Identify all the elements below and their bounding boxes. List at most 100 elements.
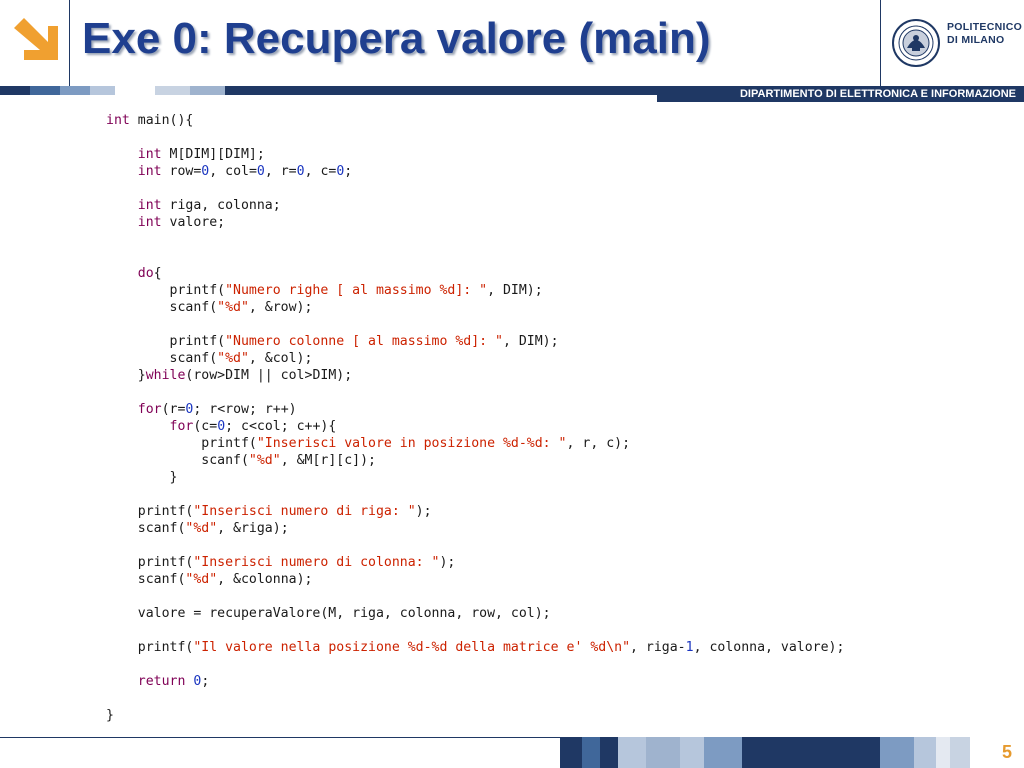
- header-color-strip: [0, 86, 1024, 95]
- code-line: [106, 656, 844, 673]
- code-token: scanf(: [106, 572, 186, 587]
- code-line: }: [106, 469, 844, 486]
- code-token: [106, 674, 138, 689]
- orange-arrow-icon: [14, 18, 58, 60]
- code-token: riga, colonna;: [161, 198, 281, 213]
- code-line: do{: [106, 265, 844, 282]
- code-token: "Numero righe [ al massimo %d]: ": [225, 283, 488, 298]
- code-token: ;: [201, 674, 210, 689]
- code-token: 0: [185, 402, 194, 417]
- page-number: 5: [1001, 742, 1012, 762]
- code-token: scanf(: [106, 351, 218, 366]
- code-token: );: [439, 555, 456, 570]
- code-line: printf("Il valore nella posizione %d-%d …: [106, 639, 845, 656]
- code-token: "Inserisci numero di riga: ": [193, 504, 416, 519]
- code-token: [106, 266, 138, 281]
- code-token: , &M[r][c]);: [280, 453, 376, 468]
- code-token: scanf(: [106, 453, 249, 468]
- code-token: scanf(: [106, 521, 186, 536]
- university-name: POLITECNICO DI MILANO: [947, 21, 1022, 47]
- code-line: [106, 486, 844, 503]
- code-token: "Il valore nella posizione %d-%d della m…: [193, 640, 631, 655]
- code-token: [106, 198, 138, 213]
- code-line: for(r=0; r<row; r++): [106, 401, 844, 418]
- code-token: , &colonna);: [217, 572, 313, 587]
- code-token: main(){: [129, 113, 194, 128]
- code-token: [106, 215, 138, 230]
- code-token: printf(: [106, 283, 226, 298]
- code-token: "Numero colonne [ al massimo %d]: ": [225, 334, 503, 349]
- code-line: [106, 537, 844, 554]
- code-token: );: [415, 504, 432, 519]
- code-token: 0: [201, 164, 210, 179]
- code-token: 0: [336, 164, 345, 179]
- code-token: ;: [344, 164, 353, 179]
- code-token: , DIM);: [502, 334, 559, 349]
- code-line: int valore;: [106, 214, 844, 231]
- code-token: valore = recuperaValore(M, riga, colonna…: [106, 606, 551, 621]
- code-token: }: [106, 368, 146, 383]
- code-line: int main(){: [106, 112, 844, 129]
- code-token: 0: [296, 164, 305, 179]
- slide-title: Exe 0: Recupera valore (main): [82, 14, 711, 63]
- code-token: 0: [256, 164, 265, 179]
- code-line: for(c=0; c<col; c++){: [106, 418, 844, 435]
- code-token: , &col);: [248, 351, 313, 366]
- code-token: , colonna, valore);: [693, 640, 845, 655]
- code-token: int: [137, 198, 162, 213]
- code-token: scanf(: [106, 300, 218, 315]
- code-line: scanf("%d", &M[r][c]);: [106, 452, 844, 469]
- code-token: (c=: [193, 419, 218, 434]
- code-line: [106, 622, 844, 639]
- code-token: printf(: [106, 504, 194, 519]
- politecnico-seal-icon: [892, 19, 940, 67]
- code-block: int main(){ int M[DIM][DIM]; int row=0, …: [106, 112, 844, 724]
- code-token: "Inserisci valore in posizione %d-%d: ": [256, 436, 567, 451]
- code-token: , DIM);: [487, 283, 543, 298]
- code-line: scanf("%d", &riga);: [106, 520, 844, 537]
- code-token: printf(: [106, 555, 194, 570]
- code-line: scanf("%d", &colonna);: [106, 571, 844, 588]
- code-line: [106, 180, 844, 197]
- code-token: "%d": [217, 300, 249, 315]
- code-line: [106, 316, 844, 333]
- code-token: printf(: [106, 334, 226, 349]
- code-token: (r=: [161, 402, 186, 417]
- university-name-line1: POLITECNICO: [947, 21, 1023, 33]
- code-line: printf("Numero colonne [ al massimo %d]:…: [106, 333, 844, 350]
- code-line: }while(row>DIM || col>DIM);: [106, 367, 844, 384]
- code-line: int riga, colonna;: [106, 197, 844, 214]
- code-token: while: [145, 368, 186, 383]
- code-line: }: [106, 707, 844, 724]
- department-bar: DIPARTIMENTO DI ELETTRONICA E INFORMAZIO…: [657, 86, 1024, 102]
- code-token: "%d": [185, 521, 218, 536]
- code-token: "%d": [217, 351, 249, 366]
- code-token: "%d": [185, 572, 218, 587]
- code-line: return 0;: [106, 673, 844, 690]
- code-token: "%d": [248, 453, 281, 468]
- footer-color-strip: [560, 737, 1024, 768]
- code-line: [106, 588, 844, 605]
- code-line: scanf("%d", &row);: [106, 299, 844, 316]
- footer-divider: [0, 737, 1024, 738]
- code-token: [106, 147, 138, 162]
- slide-header: Exe 0: Recupera valore (main) POLITECNIC…: [0, 0, 1024, 86]
- code-token: , r=: [264, 164, 297, 179]
- code-line: int M[DIM][DIM];: [106, 146, 844, 163]
- code-line: printf("Inserisci numero di riga: ");: [106, 503, 844, 520]
- code-token: ; r<row; r++): [193, 402, 297, 417]
- code-token: , &riga);: [217, 521, 289, 536]
- code-token: [106, 402, 138, 417]
- code-token: valore;: [161, 215, 226, 230]
- code-token: 0: [193, 674, 202, 689]
- code-line: [106, 231, 844, 248]
- code-token: for: [169, 419, 194, 434]
- code-token: int: [137, 164, 162, 179]
- code-token: return: [137, 674, 186, 689]
- code-token: (row>DIM || col>DIM);: [185, 368, 353, 383]
- code-token: , riga-: [630, 640, 686, 655]
- code-line: int row=0, col=0, r=0, c=0;: [106, 163, 844, 180]
- corner-logo: [0, 0, 70, 86]
- code-line: valore = recuperaValore(M, riga, colonna…: [106, 605, 844, 622]
- code-token: ; c<col; c++){: [225, 419, 337, 434]
